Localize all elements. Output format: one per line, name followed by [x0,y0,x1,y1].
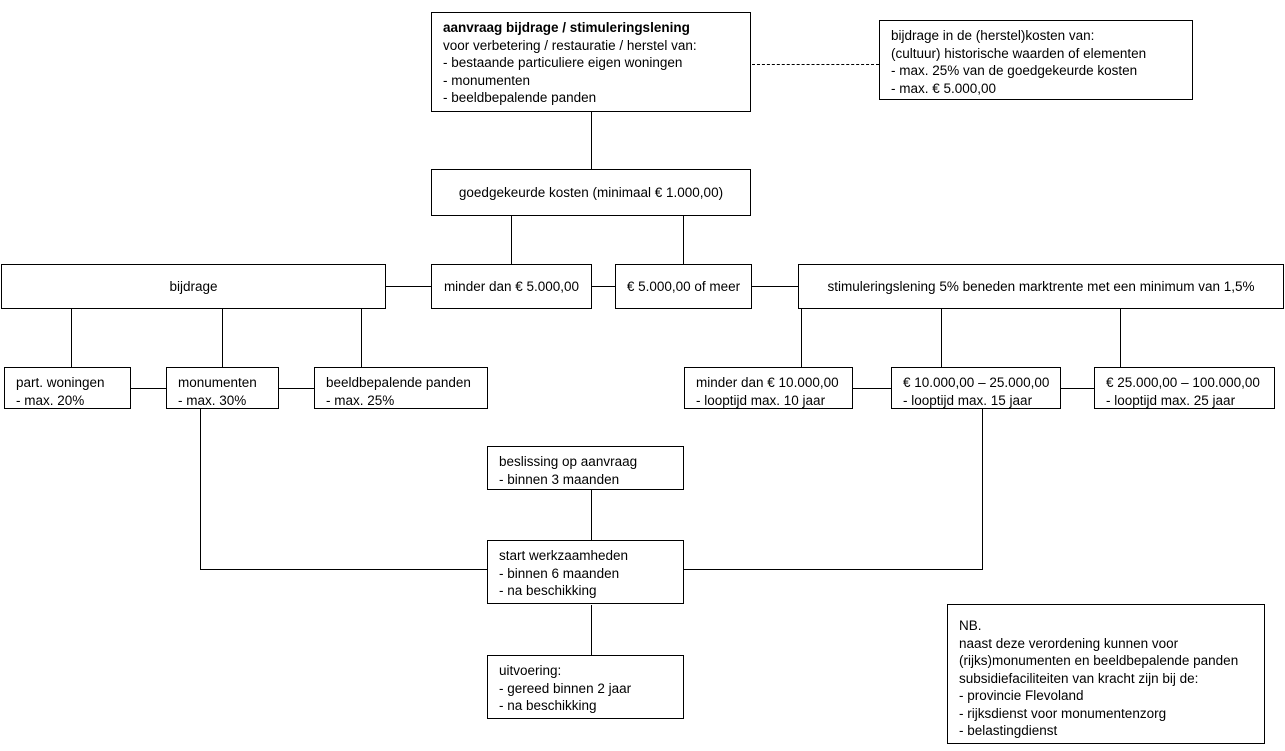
connector-minder10000-to-10000-25000 [853,388,891,389]
box-25000-100000[interactable]: € 25.000,00 – 100.000,00 - looptijd max.… [1094,367,1275,409]
box-nb-note[interactable]: NB. naast deze verordening kunnen voor (… [947,604,1265,744]
box-beeldbepalende-panden-text: beeldbepalende panden - max. 25% [326,375,471,408]
connector-start-werkzaamheden-to-uitvoering [591,605,592,656]
box-aanvraag-text: voor verbetering / restauratie / herstel… [443,37,697,106]
connector-bijdrage-to-beeldbepalende [361,309,362,367]
connector-10000-25000-to-25000-100000 [1061,388,1094,389]
connector-goedgekeurde-to-minder5000 [511,216,512,264]
box-bijdrage-herstelkosten[interactable]: bijdrage in de (herstel)kosten van: (cul… [879,20,1193,100]
box-nb-note-text: NB. naast deze verordening kunnen voor (… [959,618,1239,738]
connector-aanvraag-to-goedgekeurde-kosten [591,112,592,169]
connector-bijdrage-to-minder5000 [386,286,431,287]
box-aanvraag[interactable]: aanvraag bijdrage / stimuleringslening vo… [431,12,751,112]
box-25000-100000-text: € 25.000,00 – 100.000,00 - looptijd max.… [1106,375,1260,408]
box-goedgekeurde-kosten[interactable]: goedgekeurde kosten (minimaal € 1.000,00… [431,169,751,216]
connector-goedgekeurde-to-vanaf5000 [683,216,684,264]
box-beslissing-op-aanvraag-text: beslissing op aanvraag - binnen 3 maande… [499,454,638,487]
box-minder-dan-10000[interactable]: minder dan € 10.000,00 - looptijd max. 1… [684,367,853,409]
connector-stimuleringslening-to-10000-25000 [941,309,942,367]
box-10000-25000[interactable]: € 10.000,00 – 25.000,00 - looptijd max. … [891,367,1061,409]
box-minder-dan-5000[interactable]: minder dan € 5.000,00 [431,264,592,309]
box-monumenten-text: monumenten - max. 30% [178,375,257,408]
connector-10000-25000-to-start-werkzaamheden [684,569,983,570]
box-bijdrage-text: bijdrage [169,278,218,294]
connector-stimuleringslening-to-25000-100000 [1120,309,1121,367]
box-start-werkzaamheden[interactable]: start werkzaamheden - binnen 6 maanden -… [487,540,684,604]
box-minder-dan-5000-text: minder dan € 5.000,00 [443,278,580,294]
connector-partwoningen-to-monumenten [131,388,166,389]
connector-vanaf5000-to-stimuleringslening [752,286,798,287]
box-aanvraag-title: aanvraag bijdrage / stimuleringslening [443,20,690,35]
connector-monumenten-to-beeldbepalende [279,388,314,389]
connector-monumenten-down [200,409,201,570]
connector-bijdrage-to-part-woningen [71,309,72,367]
box-beslissing-op-aanvraag[interactable]: beslissing op aanvraag - binnen 3 maande… [487,446,684,490]
box-goedgekeurde-kosten-text: goedgekeurde kosten (minimaal € 1.000,00… [458,184,724,200]
box-10000-25000-text: € 10.000,00 – 25.000,00 - looptijd max. … [903,375,1050,408]
box-uitvoering-text: uitvoering: - gereed binnen 2 jaar - na … [499,663,632,713]
box-part-woningen-text: part. woningen - max. 20% [16,375,105,408]
box-minder-dan-10000-text: minder dan € 10.000,00 - looptijd max. 1… [696,375,839,408]
box-part-woningen[interactable]: part. woningen - max. 20% [4,367,131,409]
box-vanaf-5000-text: € 5.000,00 of meer [626,278,741,294]
box-bijdrage[interactable]: bijdrage [1,264,386,309]
box-beeldbepalende-panden[interactable]: beeldbepalende panden - max. 25% [314,367,488,409]
box-bijdrage-herstelkosten-text: bijdrage in de (herstel)kosten van: (cul… [891,28,1147,96]
box-stimuleringslening[interactable]: stimuleringslening 5% beneden marktrente… [798,264,1284,309]
connector-10000-25000-down [982,409,983,570]
connector-bijdrage-to-monumenten [222,309,223,367]
box-stimuleringslening-text: stimuleringslening 5% beneden marktrente… [827,278,1255,294]
box-monumenten[interactable]: monumenten - max. 30% [166,367,279,409]
connector-monumenten-to-start-werkzaamheden [200,569,487,570]
box-start-werkzaamheden-text: start werkzaamheden - binnen 6 maanden -… [499,548,629,598]
box-uitvoering[interactable]: uitvoering: - gereed binnen 2 jaar - na … [487,655,684,719]
connector-aanvraag-to-herstelkosten [752,64,879,65]
connector-minder5000-to-vanaf5000 [592,286,615,287]
connector-beslissing-to-start-werkzaamheden [591,489,592,540]
box-aanvraag-body: aanvraag bijdrage / stimuleringslening vo… [432,13,750,113]
connector-stimuleringslening-to-minder10000 [801,309,802,367]
box-vanaf-5000[interactable]: € 5.000,00 of meer [615,264,752,309]
